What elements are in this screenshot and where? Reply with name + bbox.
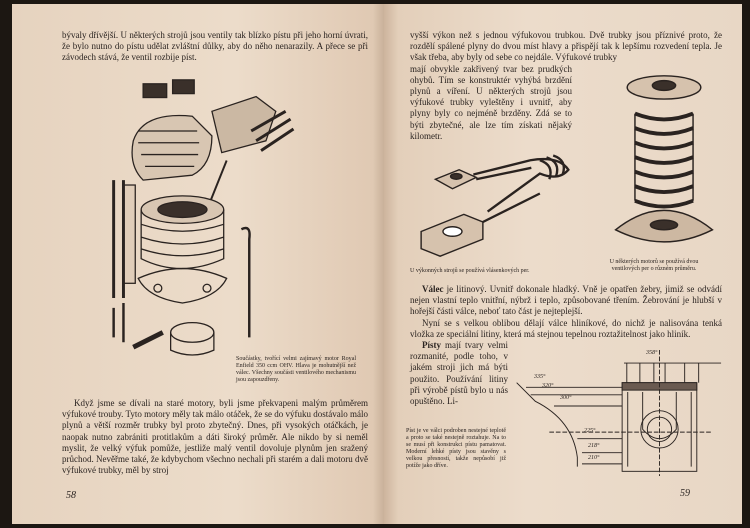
- right-top-text: vyšší výkon než s jednou výfukovou trubk…: [410, 30, 722, 142]
- hairpin-spring-illustration: [420, 154, 570, 257]
- page-number-left: 58: [66, 490, 76, 501]
- lower-text: Válec je litinový. Uvnitř dokonale hladk…: [410, 284, 722, 407]
- left-top-paragraph: bývaly dřívější. U některých strojů jsou…: [62, 30, 368, 63]
- label-358: 358°: [646, 350, 658, 356]
- pisty-term: Písty: [422, 340, 441, 351]
- right-narrow-paragraph: mají obvykle zakřivený tvar bez prudkých…: [410, 63, 572, 141]
- pisty-text: mají tvary velmi rozmanité, podle toho, …: [410, 340, 508, 407]
- valce-paragraph: Válec je litinový. Uvnitř dokonale hladk…: [410, 284, 722, 318]
- engine-figure-caption: Součástky, tvořící velmi zajímavý motor …: [236, 356, 356, 383]
- hlinik-paragraph: Nyní se s velkou oblibou dělají válce hl…: [410, 317, 722, 339]
- double-valve-spring-illustration: [614, 75, 714, 243]
- label-335: 335°: [534, 374, 546, 380]
- label-320: 320°: [542, 383, 554, 389]
- piston-caption: Píst je ve válci podroben nestejné teplo…: [406, 428, 506, 469]
- label-225: 225°: [584, 428, 596, 434]
- label-210: 210°: [588, 455, 600, 461]
- page-number-right: 59: [680, 488, 690, 499]
- right-page: vyšší výkon než s jednou výfukovou trubk…: [384, 4, 742, 524]
- valce-term: Válec: [422, 284, 444, 294]
- hairpin-caption: U výkonných strojů se používá vlásenkový…: [410, 268, 530, 274]
- engine-parts-illustration: [112, 79, 295, 356]
- piston-temperature-diagram: [516, 350, 722, 476]
- pisty-paragraph: Písty mají tvary velmi rozmanité, podle …: [410, 340, 508, 407]
- spring-caption: U některých motorů se používá dvou venti…: [609, 259, 699, 272]
- label-300: 300°: [560, 395, 572, 401]
- right-top-paragraph: vyšší výkon než s jednou výfukovou trubk…: [410, 30, 722, 63]
- label-218: 218°: [588, 443, 600, 449]
- valce-text: je litinový. Uvnitř dokonale hladký. Vně…: [410, 284, 722, 317]
- left-body-paragraph: Když jsme se dívali na staré motory, byl…: [62, 398, 368, 476]
- left-page: bývaly dřívější. U některých strojů jsou…: [12, 4, 384, 524]
